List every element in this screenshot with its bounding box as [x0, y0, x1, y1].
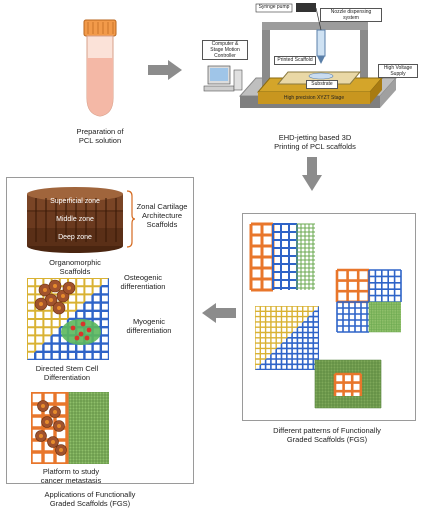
- applications-title-line2: Graded Scaffolds (FGS): [49, 499, 131, 508]
- meta-green-grid: [68, 392, 109, 464]
- computer-line1: Computer &: [211, 41, 239, 47]
- zone-middle-label: Middle zone: [56, 216, 94, 223]
- osteo-nucleus-1: [53, 284, 57, 288]
- printed-scaffold-label: Printed Scaffold: [274, 56, 316, 65]
- step2-caption: EHD-jetting based 3D Printing of PCL sca…: [245, 133, 385, 151]
- zone-deep-label: Deep zone: [58, 234, 92, 241]
- fgs-p1-orange: [249, 222, 275, 292]
- myo-nucleus-4: [84, 335, 90, 341]
- arrow-left-icon: [202, 303, 236, 323]
- myo-nucleus-5: [80, 321, 86, 327]
- cancer-nucleus-4: [39, 434, 43, 438]
- fgs-p4-center-bg: [335, 374, 361, 396]
- myo-nucleus-2: [86, 327, 92, 333]
- myo-line1: Myogenic: [132, 317, 166, 326]
- arrow-down-icon: [302, 157, 322, 191]
- zonal-line3: Scaffolds: [146, 220, 178, 229]
- platform-label: Platform to study cancer metastasis: [21, 467, 121, 485]
- step3-caption-line2: Graded Scaffolds (FGS): [286, 435, 368, 444]
- pcl-solution-tube-icon: [80, 18, 120, 118]
- computer-line3: Controller: [214, 53, 236, 59]
- applications-panel: Superficial zone Middle zone Deep zone Z…: [6, 177, 194, 485]
- osteogenic-label: Osteogenic differentiation: [111, 273, 175, 291]
- directed-line2: Differentiation: [43, 373, 91, 382]
- arrow-right-icon: [148, 60, 182, 80]
- applications-title-line1: Applications of Functionally: [44, 490, 136, 499]
- platform-line2: cancer metastasis: [40, 476, 102, 485]
- step1-caption: Preparation of PCL solution: [55, 127, 145, 145]
- organo-line1: Organomorphic: [49, 258, 101, 267]
- myo-nucleus-1: [78, 331, 84, 337]
- cancer-nucleus-0: [41, 404, 45, 408]
- cancer-nucleus-5: [51, 440, 55, 444]
- zonal-line2: Architecture: [141, 211, 183, 220]
- myo-nucleus-0: [70, 325, 76, 331]
- step2-caption-line1: EHD-jetting based 3D: [278, 133, 352, 142]
- step2-caption-line2: Printing of PCL scaffolds: [274, 142, 356, 151]
- nozzle-line1: Nozzle dispensing: [330, 9, 372, 15]
- step3-caption-line1: Different patterns of Functionally: [273, 426, 381, 435]
- osteo-nucleus-3: [61, 294, 65, 298]
- zones-bracket: [127, 190, 135, 248]
- osteo-nucleus-2: [49, 298, 53, 302]
- myo-nucleus-3: [74, 335, 80, 341]
- stem-cell-scaffold: [27, 278, 109, 360]
- fgs-p4-orange: [333, 372, 363, 396]
- substrate-label: Substrate: [306, 80, 338, 89]
- syringe-pump-label: Syringe pump: [258, 4, 290, 10]
- computer-line2: Stage Motion: [210, 47, 240, 53]
- osteo-nucleus-6: [67, 286, 71, 290]
- cancer-nucleus-6: [59, 448, 63, 452]
- osteo-nucleus-0: [43, 288, 47, 292]
- fgs-p2-orange: [335, 268, 371, 304]
- myogenic-label: Myogenic differentiation: [117, 317, 181, 335]
- fgs-p1-green: [296, 223, 315, 290]
- osteo-nucleus-4: [39, 302, 43, 306]
- fgs-p2-green-grid: [368, 301, 401, 333]
- directed-line1: Directed Stem Cell: [35, 364, 99, 373]
- zonal-cartilage-label: Zonal Cartilage Architecture Scaffolds: [131, 202, 193, 229]
- step3-caption: Different patterns of Functionally Grade…: [232, 426, 422, 444]
- hv-line1: High Voltage: [383, 65, 413, 71]
- ehd-printer-diagram: Syringe pump Nozzle dispensing system Co…: [200, 0, 418, 128]
- cancer-nucleus-1: [53, 410, 57, 414]
- osteo-line2: differentiation: [120, 282, 166, 291]
- cancer-nucleus-3: [57, 424, 61, 428]
- step1-caption-line1: Preparation of: [76, 127, 124, 136]
- fgs-p2-blue: [368, 269, 402, 303]
- fgs-patterns-panel: [242, 213, 416, 421]
- metastasis-scaffold: [31, 392, 109, 464]
- step1-caption-line2: PCL solution: [78, 136, 122, 145]
- nozzle-system-label: Nozzle dispensing system: [320, 8, 382, 22]
- organo-line2: Scaffolds: [59, 267, 91, 276]
- fgs-p2-blue2: [336, 301, 369, 333]
- osteo-nucleus-5: [57, 306, 61, 310]
- platform-line1: Platform to study: [42, 467, 100, 476]
- cancer-nucleus-2: [45, 420, 49, 424]
- computer-label: Computer & Stage Motion Controller: [202, 40, 248, 60]
- zonal-cartilage-cylinder: Superficial zone Middle zone Deep zone: [25, 186, 125, 254]
- fgs-p1-blue: [272, 223, 298, 290]
- applications-title: Applications of Functionally Graded Scaf…: [25, 490, 155, 508]
- hv-line2: Supply: [390, 71, 406, 77]
- hv-supply-label: High Voltage Supply: [378, 64, 418, 78]
- zone-superficial-label: Superficial zone: [50, 198, 100, 205]
- organomorphic-label: Organomorphic Scaffolds: [25, 258, 125, 276]
- nozzle-line2: system: [343, 15, 359, 21]
- directed-stem-cell-label: Directed Stem Cell Differentiation: [17, 364, 117, 382]
- zonal-line1: Zonal Cartilage: [136, 202, 188, 211]
- stage-label: High precision XYZT Stage: [283, 95, 345, 101]
- myo-line2: differentiation: [126, 326, 172, 335]
- osteo-line1: Osteogenic: [124, 273, 162, 282]
